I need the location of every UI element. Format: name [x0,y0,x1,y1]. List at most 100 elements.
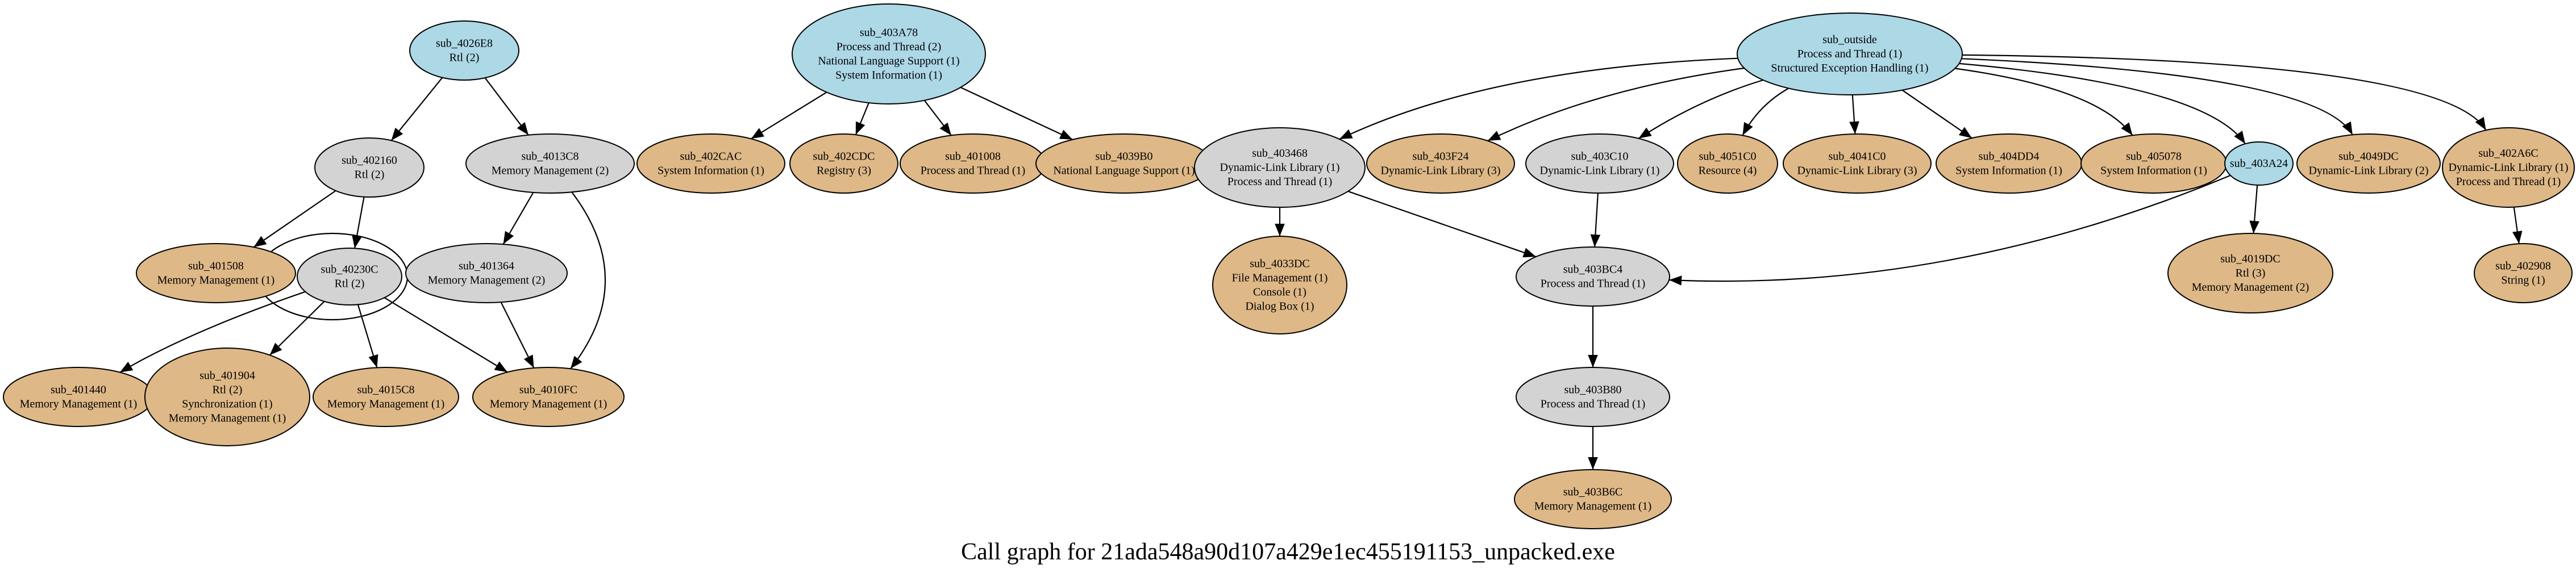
edge-sub_4026E8-sub_4013C8 [484,77,529,136]
edge-sub_403A78-sub_402CDC [855,102,869,135]
node-sub_4019DC: sub_4019DC Rtl (3) Memory Management (2) [2167,233,2333,313]
node-shape [1366,133,1515,194]
node-label-line: National Language Support (1) [1053,165,1195,177]
node-label-line: Memory Management (2) [2192,281,2309,294]
node-label-line: sub_403C10 [1571,150,1628,163]
node-label-line: Process and Thread (1) [1541,278,1646,290]
edge-sub_403A24-sub_403BC4 [1669,174,2231,286]
node-label-line: Process and Thread (1) [1541,398,1646,411]
edge-sub_outside-sub_4049DC [1961,58,2353,135]
node-shape [405,243,568,303]
node-label-line: sub_40230C [321,263,378,276]
edge-sub_402160-sub_40230C [352,196,365,249]
node-label-line: System Information (1) [2100,165,2207,177]
node-shape [2442,127,2575,208]
edge-sub_402A6C-sub_402908 [2512,207,2523,244]
node-shape [3,367,154,427]
node-label-line: sub_4049DC [2338,150,2399,163]
edge-sub_4026E8-sub_402160 [390,77,443,141]
edge-sub_40230C-sub_401904 [269,301,325,356]
node-label-line: Dynamic-Link Library (2) [2308,165,2428,177]
edge-sub_outside-sub_402A6C [1962,54,2487,131]
node-label-line: Process and Thread (1) [921,165,1026,177]
node-shape [2296,133,2441,194]
node-label-line: Memory Management (1) [490,398,607,411]
edge-sub_401364-sub_4010FC [500,302,535,369]
node-label-line: Rtl (3) [2236,267,2266,279]
edge-sub_403C10-sub_403BC4 [1590,193,1601,248]
node-label-line: sub_403A78 [860,27,918,39]
node-shape [1783,133,1932,194]
node-shape [465,133,635,194]
edge-sub_4013C8-sub_401364 [502,192,534,245]
node-label-line: Dynamic-Link Library (1) [1539,165,1659,177]
node-label-line: String (1) [2501,274,2545,287]
node-sub_403A24: sub_403A24 [2224,141,2294,186]
node-shape [1677,133,1778,194]
node-label-line: sub_4033DC [1250,258,1310,270]
node-shape [1516,367,1670,427]
node-label-line: sub_403F24 [1413,150,1469,163]
node-label-line: System Information (1) [835,69,942,82]
node-label-line: Memory Management (1) [169,412,286,425]
edge-sub_403A78-sub_402CAC [751,91,827,140]
edge-sub_outside-sub_403468 [1339,57,1738,140]
node-label-line: sub_404DD4 [1979,150,2040,163]
node-label-line: System Information (1) [1955,165,2062,177]
node-label-line: sub_401904 [199,370,255,382]
node-label-line: Process and Thread (2) [837,41,942,53]
edge-sub_403468-sub_403BC4 [1347,190,1537,258]
edge-sub_40230C-sub_4015C8 [357,304,378,368]
node-label-line: National Language Support (1) [818,55,959,68]
node-shape [792,3,986,104]
edge-sub_403A78-sub_4039B0 [960,86,1073,140]
node-label-line: sub_403B6C [1563,486,1622,499]
node-shape [1194,127,1366,208]
node-label-line: sub_4019DC [2220,253,2280,265]
edge-layer [119,54,2523,470]
node-label-line: sub_403BC4 [1563,263,1622,276]
node-shape [2224,141,2294,186]
node-shape [1212,236,1347,334]
node-label-line: sub_outside [1822,34,1877,46]
node-shape [1514,469,1672,529]
node-label-line: System Information (1) [657,165,764,177]
edge-sub_403A24-sub_4019DC [2249,185,2259,234]
node-label-line: sub_403468 [1252,147,1308,160]
node-label-line: Memory Management (2) [428,274,546,287]
node-label-line: Memory Management (1) [157,274,275,287]
node-label-line: sub_4010FC [519,384,577,396]
node-shape [297,248,402,306]
node-label-line: sub_4039B0 [1095,150,1152,163]
node-sub_4049DC: sub_4049DC Dynamic-Link Library (2) [2296,133,2441,194]
node-label-line: Rtl (2) [213,384,243,396]
edge-sub_outside-sub_405078 [1954,68,2133,136]
edge-sub_outside-sub_403C10 [1638,79,1764,139]
node-label-line: sub_4015C8 [357,384,414,396]
node-label-line: Dialog Box (1) [1245,300,1314,313]
node-shape [2474,243,2573,303]
node-label-line: sub_402160 [342,154,397,167]
node-label-line: sub_402908 [2495,260,2551,273]
